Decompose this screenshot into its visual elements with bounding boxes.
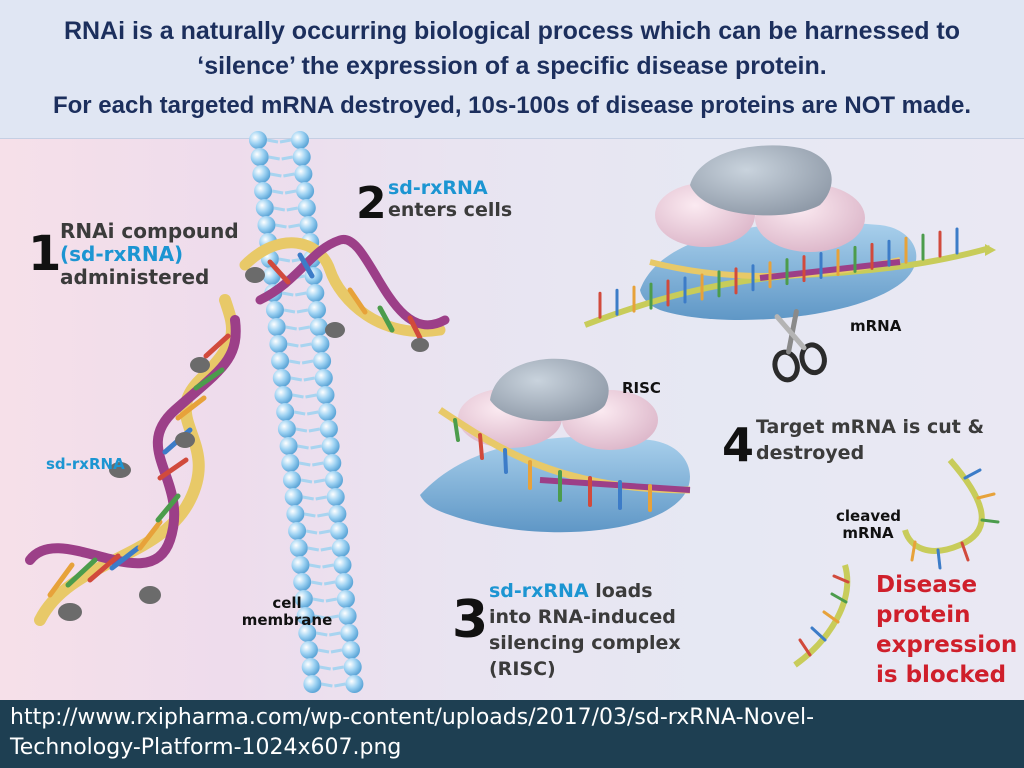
header-line-3: For each targeted mRNA destroyed, 10s-10… <box>52 92 972 119</box>
outcome-line-4: is blocked <box>876 662 1007 688</box>
outcome-line-3: expression <box>876 632 1018 658</box>
step-3-number: 3 <box>452 590 489 650</box>
cell-membrane-label-line-2: membrane <box>241 611 333 630</box>
step-4-number: 4 <box>722 418 755 472</box>
header-banner: RNAi is a naturally occurring biological… <box>0 0 1024 139</box>
step-4-text: Target mRNA is cut & destroyed <box>756 414 984 466</box>
scissors-icon <box>772 309 827 383</box>
cleaved-mrna-label-line-1: cleaved <box>836 507 902 525</box>
cell-membrane-label-line-1: cell <box>272 594 302 612</box>
sdrxrna-label: sd-rxRNA <box>46 455 125 473</box>
mrna-label: mRNA <box>850 317 902 335</box>
step-1-number: 1 <box>28 226 62 282</box>
cleaved-mrna-label-line-2: mRNA <box>842 524 894 543</box>
outcome-line-1: Disease <box>876 572 978 598</box>
step-2-line-1: sd-rxRNA <box>388 177 488 199</box>
step-1-line-2: (sd-rxRNA) <box>60 242 184 266</box>
step-2-line-2: enters cells <box>388 198 513 221</box>
step-4-line-2: destroyed <box>756 442 865 464</box>
risc-complex-mrna <box>583 145 996 328</box>
header-line-2: ‘silence’ the expression of a specific d… <box>197 52 827 80</box>
step-3-line-4: (RISC) <box>489 658 556 680</box>
step-3-line-3: silencing complex <box>489 632 681 654</box>
step-1-line-3: administered <box>60 265 210 289</box>
step-3-line-2: into RNA-induced <box>489 606 676 628</box>
step-1-text: RNAi compound (sd-rxRNA) administered <box>60 220 239 289</box>
step-3-line-1b: loads <box>588 580 653 602</box>
sdrxrna-helix-entering <box>239 235 450 352</box>
step-1-line-1: RNAi compound <box>60 219 239 243</box>
step-3-text: sd-rxRNA loads into RNA-induced silencin… <box>489 578 681 682</box>
step-2-text: sd-rxRNA enters cells <box>388 177 513 222</box>
step-3-line-1a: sd-rxRNA <box>489 580 589 602</box>
sdrxrna-helix-left <box>25 294 241 626</box>
rnai-figure: RNAi is a naturally occurring biological… <box>0 0 1024 700</box>
risc-label: RISC <box>622 379 661 397</box>
step-2-number: 2 <box>356 178 387 229</box>
source-url-line-1: http://www.rxipharma.com/wp-content/uplo… <box>10 705 815 730</box>
cell-membrane <box>249 131 364 693</box>
illustration <box>25 131 1000 693</box>
outcome-text: Disease protein expression is blocked <box>876 570 1017 690</box>
source-url: http://www.rxipharma.com/wp-content/uplo… <box>10 703 1010 763</box>
header-line-1: RNAi is a naturally occurring biological… <box>63 17 961 45</box>
source-url-line-2: Technology-Platform-1024x607.png <box>10 735 402 760</box>
cleaved-mrna-label: cleaved mRNA <box>836 507 902 543</box>
step-4-line-1: Target mRNA is cut & <box>756 416 985 438</box>
cleaved-mrna <box>793 458 1000 668</box>
outcome-line-2: protein <box>876 602 971 628</box>
cell-membrane-label: cell membrane <box>238 594 336 630</box>
risc-complex-loading <box>420 358 691 533</box>
